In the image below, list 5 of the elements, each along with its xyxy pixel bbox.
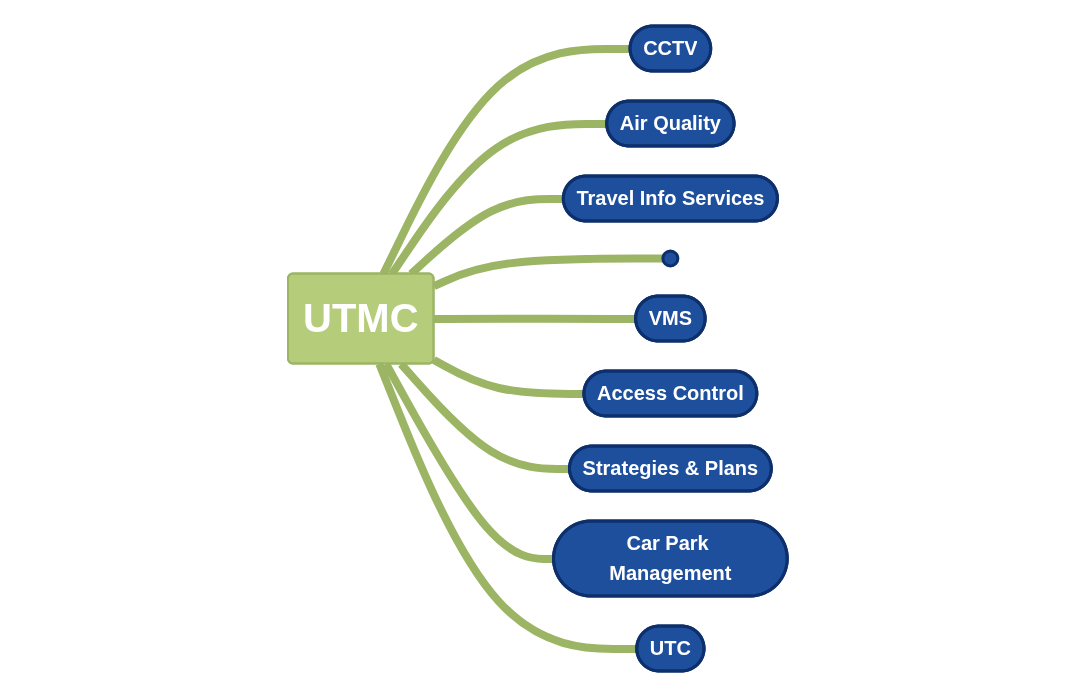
connector bbox=[432, 356, 585, 398]
node-circle bbox=[661, 249, 680, 267]
connector bbox=[383, 361, 555, 563]
connector bbox=[434, 314, 637, 323]
connector bbox=[376, 362, 638, 653]
